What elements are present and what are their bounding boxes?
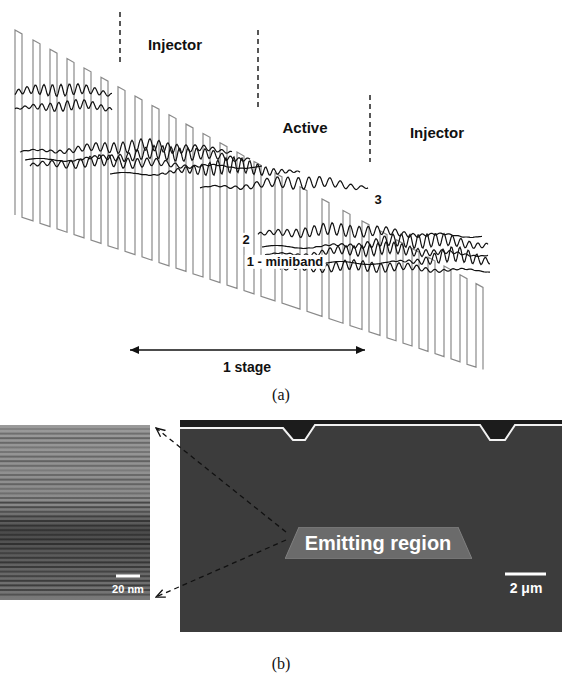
tem-layer <box>0 502 150 504</box>
region-text: Emitting region <box>305 532 452 554</box>
region-label: Active <box>282 120 327 137</box>
tem-layer <box>0 479 150 481</box>
tem-layer <box>0 552 150 554</box>
sem-image <box>180 420 562 632</box>
surface-outline <box>180 425 562 440</box>
tem-layer <box>0 548 150 550</box>
tem-layer <box>0 474 150 476</box>
region-divider <box>119 12 120 62</box>
tem-image <box>0 425 150 600</box>
tem-layer <box>0 460 150 462</box>
tem-layer <box>0 433 150 435</box>
tem-layer <box>0 492 150 494</box>
tem-layer <box>0 428 150 430</box>
wavefunction <box>262 234 488 249</box>
wavefunction <box>258 223 482 238</box>
tem-layer <box>0 451 150 453</box>
wavefunction <box>15 84 112 97</box>
zoom-leader <box>156 428 286 532</box>
tem-layer <box>0 525 150 527</box>
panel-label: (b) <box>272 655 291 673</box>
dimension-label: 1 stage <box>223 360 271 375</box>
tem-layer <box>0 557 150 559</box>
level-label: 1 - miniband <box>245 255 326 269</box>
trapezoid-shape <box>285 527 472 559</box>
zoom-leader <box>156 540 286 597</box>
region-divider <box>369 95 370 162</box>
tem-layer <box>0 543 150 545</box>
wavefunction <box>15 100 112 112</box>
emitting-region: Emitting region <box>285 527 472 559</box>
stage-arrow <box>130 349 365 350</box>
panel-label: (a) <box>272 386 290 404</box>
scale-label: 20 nm <box>112 583 144 595</box>
region-divider <box>257 30 258 110</box>
scale-label: 2 μm <box>510 581 543 596</box>
tem-layer <box>0 511 150 513</box>
tem-layer <box>0 497 150 499</box>
tem-layer <box>0 506 150 508</box>
level-number: 3 <box>372 193 383 207</box>
sem-background <box>180 420 562 440</box>
tem-layer <box>0 580 150 582</box>
scale-bar <box>116 575 140 578</box>
tem-layer <box>0 515 150 517</box>
wavefunction <box>200 177 368 190</box>
tem-layer <box>0 520 150 522</box>
region-label: Injector <box>148 37 202 54</box>
tem-layer <box>0 483 150 485</box>
wavefunction <box>110 157 300 176</box>
tem-layer <box>0 469 150 471</box>
tem-layer <box>0 446 150 448</box>
tem-layer <box>0 529 150 531</box>
band-profile <box>15 30 483 369</box>
tem-layer <box>0 456 150 458</box>
wavefunction <box>20 139 232 154</box>
region-label: Injector <box>410 125 464 142</box>
tem-layer <box>0 442 150 444</box>
level-number: 2 <box>240 233 251 247</box>
scale-bar <box>505 573 546 576</box>
tem-layer <box>0 538 150 540</box>
tem-layer <box>0 488 150 490</box>
tem-layer <box>0 571 150 573</box>
tem-layer <box>0 566 150 568</box>
tem-layer <box>0 561 150 563</box>
tem-layer <box>0 465 150 467</box>
tem-layer <box>0 575 150 577</box>
tem-layer <box>0 534 150 536</box>
tem-layer <box>0 437 150 439</box>
